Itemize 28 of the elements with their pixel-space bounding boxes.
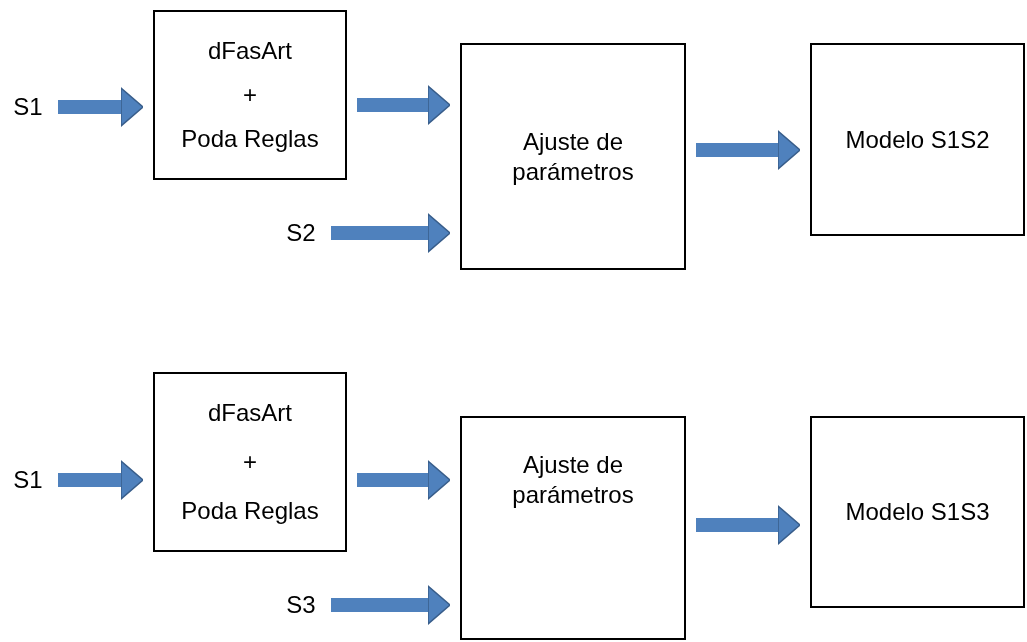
process-box <box>810 416 1025 608</box>
node-text: S1 <box>12 465 44 495</box>
block-arrow <box>331 585 451 625</box>
node-text: Modelo S1S3 <box>844 497 991 527</box>
node-text: + <box>242 447 258 477</box>
node-text: dFasArt <box>207 36 293 66</box>
node-text: S3 <box>285 590 317 620</box>
node-text: S1 <box>12 92 44 122</box>
block-arrow <box>696 505 801 545</box>
block-arrow <box>331 213 451 253</box>
block-arrow <box>58 460 144 500</box>
node-text: Modelo S1S2 <box>844 124 991 155</box>
block-arrow <box>357 460 451 500</box>
block-arrow <box>58 87 144 127</box>
node-text: + <box>242 80 258 110</box>
node-text: Poda Reglas <box>180 124 320 154</box>
process-box <box>153 372 347 552</box>
block-arrow <box>357 85 451 125</box>
process-box <box>153 10 347 180</box>
node-text: Ajuste de parámetros <box>511 126 635 187</box>
node-text: Poda Reglas <box>180 496 320 526</box>
process-box <box>460 43 686 270</box>
block-arrow <box>696 130 801 170</box>
process-box <box>810 43 1025 236</box>
process-box <box>460 416 686 640</box>
node-text: Ajuste de parámetros <box>511 450 635 510</box>
node-text: S2 <box>285 218 317 248</box>
node-text: dFasArt <box>207 398 293 428</box>
